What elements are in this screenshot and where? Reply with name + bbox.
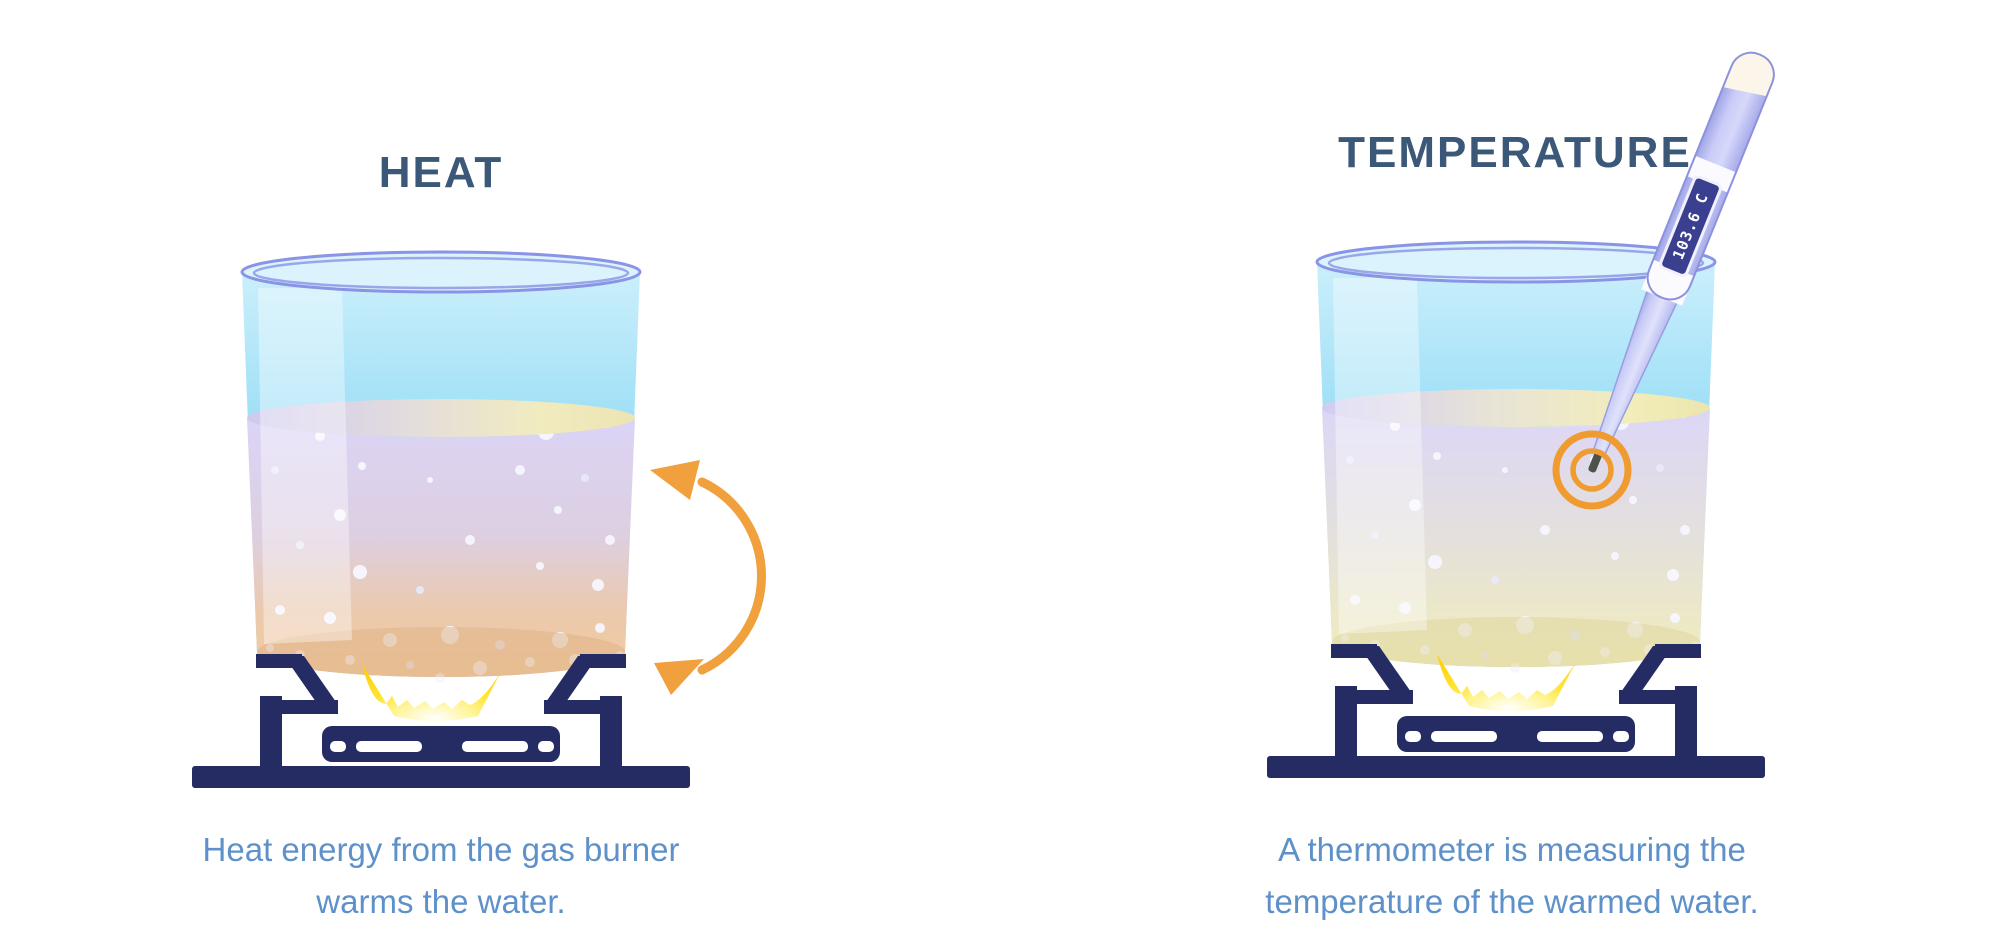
convection-arrow-icon <box>650 460 766 695</box>
thermometer-cap <box>1722 52 1775 97</box>
heat-panel-caption: Heat energy from the gas burner warms th… <box>202 831 680 921</box>
temperature-figure: 103.6 C <box>1267 51 1775 778</box>
thermometer: 103.6 C <box>1588 51 1775 473</box>
temperature-panel-title: TEMPERATURE <box>1338 128 1692 177</box>
heat-panel-title: HEAT <box>378 148 504 197</box>
heat-beaker <box>240 250 642 683</box>
thermometer-display <box>1659 175 1722 277</box>
measurement-target-icon <box>1552 430 1632 510</box>
heat-figure <box>192 250 766 788</box>
temperature-panel-caption: A thermometer is measuring the temperatu… <box>1265 831 1759 921</box>
